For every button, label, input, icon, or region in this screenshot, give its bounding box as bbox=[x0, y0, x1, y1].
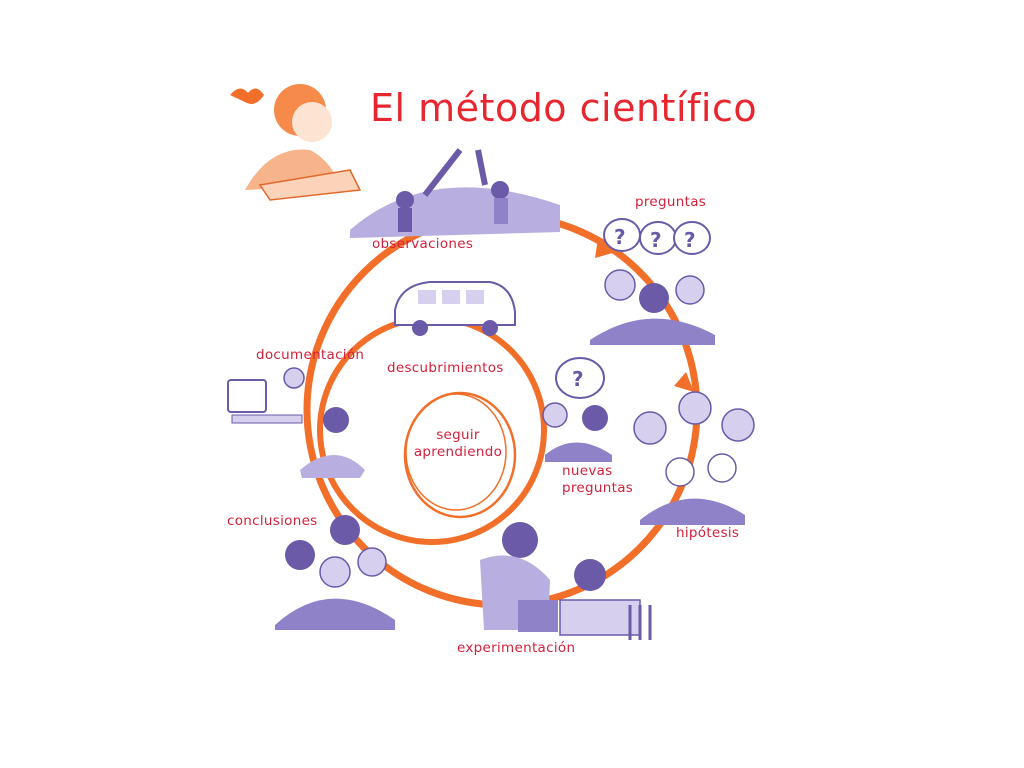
conclusions-illustration bbox=[275, 515, 395, 630]
questions-illustration bbox=[590, 218, 715, 345]
label-nuevas-preguntas: nuevas preguntas bbox=[562, 463, 633, 497]
center-swirl bbox=[403, 391, 517, 519]
hypothesis-illustration bbox=[633, 391, 755, 525]
label-nuevas-line: nuevas bbox=[562, 463, 613, 479]
question-mark-icon: ? bbox=[684, 228, 696, 252]
label-conclusiones: conclusiones bbox=[227, 513, 318, 529]
question-mark-icon: ? bbox=[572, 367, 584, 391]
observations-illustration bbox=[350, 148, 560, 238]
center-swirl bbox=[405, 393, 507, 511]
documentation-illustration bbox=[227, 367, 365, 478]
label-preguntas-line: preguntas bbox=[562, 480, 634, 496]
discoveries-illustration bbox=[394, 281, 516, 336]
label-documentacion: documentación bbox=[256, 347, 365, 363]
label-center: seguir aprendiendo bbox=[398, 427, 518, 461]
label-center-aprendiendo: aprendiendo bbox=[413, 444, 503, 460]
label-observaciones: observaciones bbox=[372, 236, 474, 252]
question-mark-icon: ? bbox=[614, 225, 626, 249]
outer-cycle-ring bbox=[303, 211, 701, 609]
cycle-arrow-icon bbox=[595, 238, 616, 258]
new-questions-illustration bbox=[542, 357, 612, 462]
label-descubrimientos: descubrimientos bbox=[387, 360, 504, 376]
scientist-reading-illustration bbox=[230, 84, 362, 201]
experimentation-illustration bbox=[480, 522, 652, 640]
label-preguntas: preguntas bbox=[635, 194, 707, 210]
label-center-seguir: seguir bbox=[436, 427, 480, 443]
cycle-arrow-icon bbox=[674, 372, 694, 392]
label-hipotesis: hipótesis bbox=[676, 525, 740, 541]
label-experimentacion: experimentación bbox=[457, 640, 576, 656]
page-title: El método científico bbox=[370, 86, 758, 130]
question-mark-icon: ? bbox=[650, 228, 662, 252]
